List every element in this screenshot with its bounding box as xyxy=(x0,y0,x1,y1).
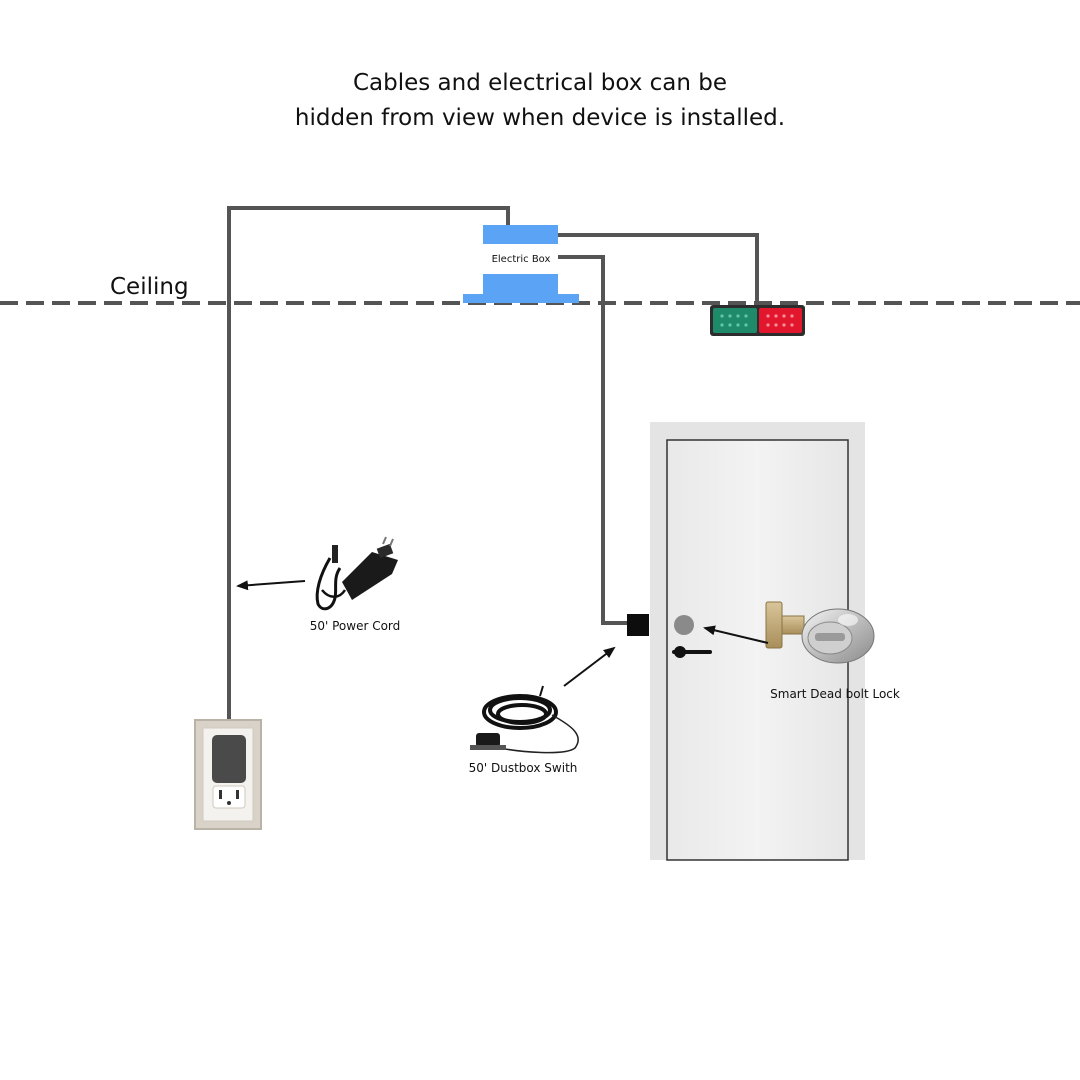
wiring xyxy=(227,206,759,735)
deadbolt-arrow xyxy=(703,625,769,644)
electric-box-label: Electric Box xyxy=(492,254,551,265)
electric-box: Electric Box xyxy=(463,225,579,303)
door-handle-icon xyxy=(672,646,712,658)
bolt-hole xyxy=(674,615,694,635)
power-cord-label: 50' Power Cord xyxy=(310,619,401,633)
light-wire xyxy=(558,233,759,305)
caption-line-2: hidden from view when device is installe… xyxy=(294,105,786,131)
wall-outlet xyxy=(194,719,262,830)
power-wire xyxy=(227,206,510,735)
dustbox-switch-arrow xyxy=(563,646,616,687)
dustbox-switch-label: 50' Dustbox Swith xyxy=(469,761,578,775)
switch-wire xyxy=(558,255,628,625)
caption-line-1: Cables and electrical box can be xyxy=(352,70,728,96)
dustbox-switch-icon xyxy=(470,685,579,754)
power-cord-arrow xyxy=(236,580,306,591)
caption: Cables and electrical box can be hidden … xyxy=(0,66,1080,136)
power-adapter-icon xyxy=(315,536,398,611)
ceiling-label: Ceiling xyxy=(110,274,189,300)
switch-sensor xyxy=(627,614,649,636)
deadbolt-label: Smart Dead bolt Lock xyxy=(770,687,900,701)
deadbolt-lock-icon xyxy=(765,601,875,664)
indicator-light xyxy=(710,305,805,336)
